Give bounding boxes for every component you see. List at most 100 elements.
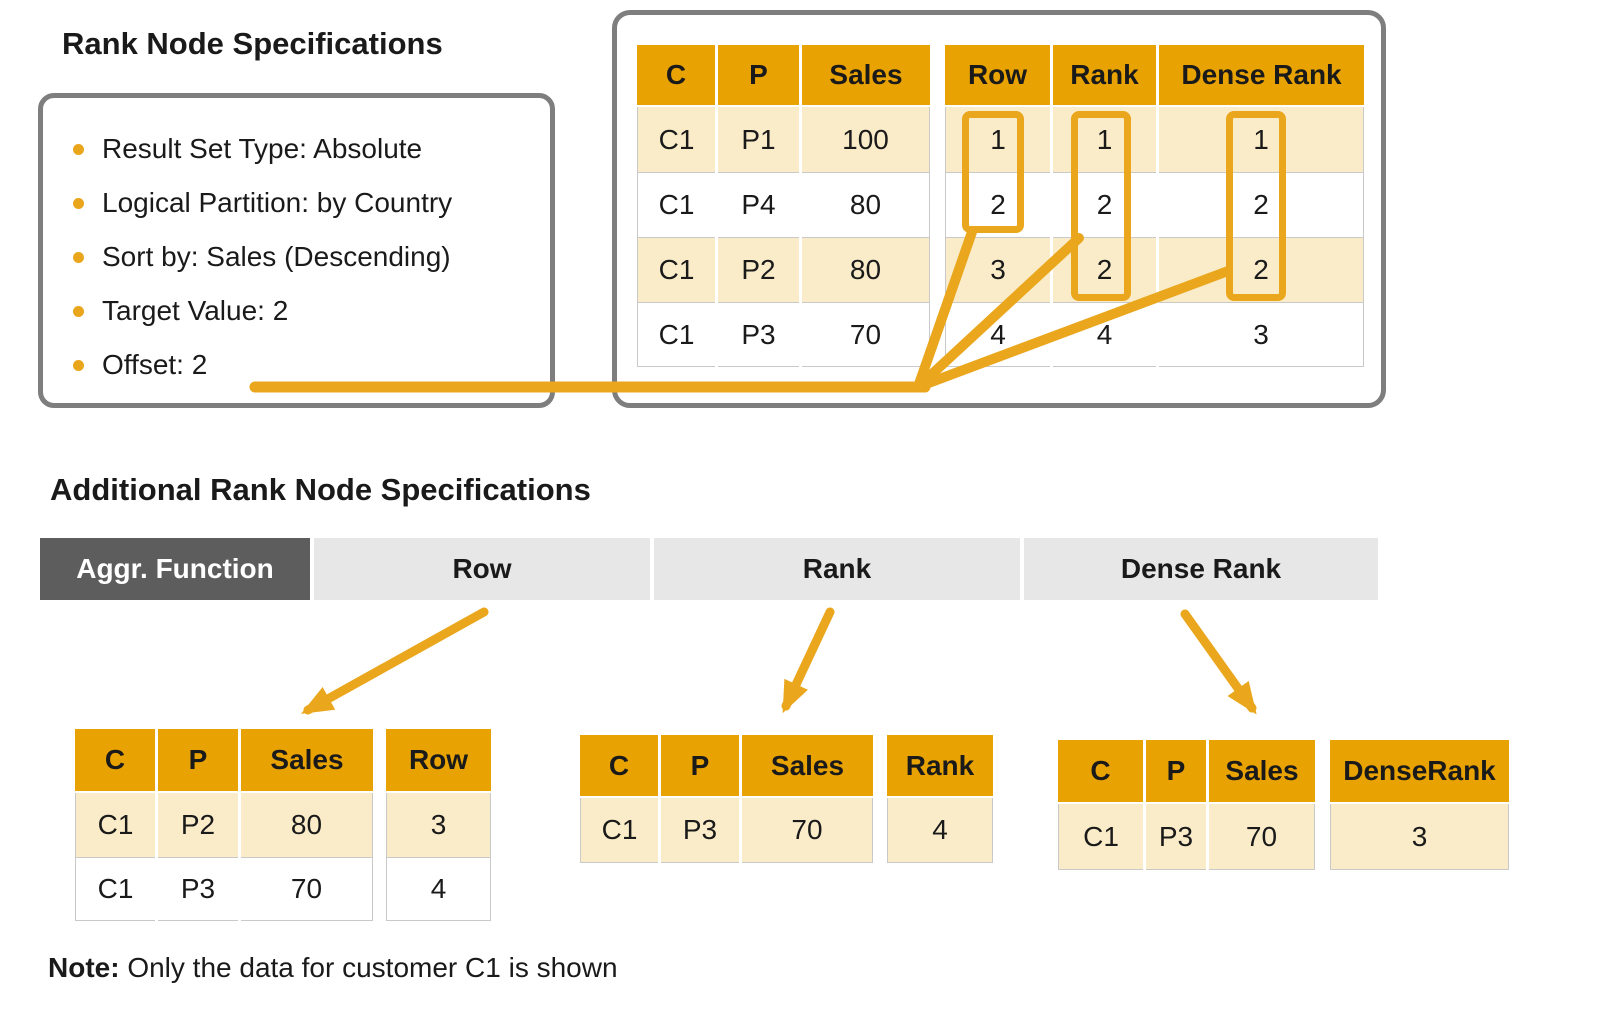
table-cell: C1: [1058, 804, 1143, 870]
spec-bullet-item: Result Set Type: Absolute: [73, 122, 550, 176]
column-header: C: [75, 729, 155, 793]
column-header: P: [1146, 740, 1206, 804]
spec-bullet-text: Sort by: Sales (Descending): [102, 241, 451, 272]
table-cell: P3: [718, 302, 799, 367]
bullet-icon: [73, 305, 84, 317]
spec-bullet-item: Sort by: Sales (Descending): [73, 230, 550, 284]
table-cell: 80: [241, 793, 373, 857]
table-cell: P2: [718, 237, 799, 302]
table-cell: 3: [945, 237, 1050, 302]
dense-rank-result-table: C P Sales DenseRank C1 P3 70 3: [1058, 740, 1509, 870]
table-cell: 100: [802, 107, 930, 172]
column-header: Sales: [802, 45, 930, 107]
aggr-option-rank: Rank: [654, 538, 1020, 600]
aggr-option-dense-rank: Dense Rank: [1024, 538, 1378, 600]
rank-arrow: [781, 607, 835, 714]
column-gap: [876, 735, 884, 798]
aggr-function-bar: Aggr. Function Row Rank Dense Rank: [40, 538, 1378, 600]
spec-bullet-text: Logical Partition: by Country: [102, 187, 453, 218]
spec-bullet-text: Target Value: 2: [102, 295, 289, 326]
bullet-icon: [73, 251, 84, 263]
rank-node-spec-box: Result Set Type: Absolute Logical Partit…: [38, 93, 555, 408]
table-cell: C1: [637, 107, 715, 172]
table-cell: P4: [718, 172, 799, 237]
table-cell: 70: [241, 857, 373, 921]
dense-rank-arrow: [1180, 609, 1257, 715]
table-cell: C1: [580, 798, 658, 863]
dense-rank-column-highlight-box: [1226, 111, 1286, 301]
footnote-text: Only the data for customer C1 is shown: [119, 952, 618, 983]
rank-column-highlight-box: [1071, 111, 1131, 301]
column-header: Dense Rank: [1159, 45, 1364, 107]
column-gap: [933, 237, 942, 302]
column-gap: [933, 302, 942, 367]
row-column-highlight-box: [962, 111, 1024, 233]
table-cell: P3: [661, 798, 739, 863]
row-result-table: C P Sales Row C1 P2 80 3 C1 P3 70 4: [75, 729, 491, 921]
column-header: C: [580, 735, 658, 798]
spec-bullet-text: Offset: 2: [102, 349, 208, 380]
column-gap: [933, 45, 942, 107]
column-gap: [933, 107, 942, 172]
table-cell: C1: [75, 793, 155, 857]
column-header: P: [718, 45, 799, 107]
column-header: P: [158, 729, 238, 793]
column-gap: [376, 857, 383, 921]
aggr-option-row: Row: [314, 538, 650, 600]
table-cell: 4: [386, 857, 491, 921]
column-gap: [876, 798, 884, 863]
column-header: Row: [945, 45, 1050, 107]
column-header: Rank: [887, 735, 993, 798]
column-header: Sales: [742, 735, 873, 798]
table-cell: 70: [802, 302, 930, 367]
table-cell: 3: [386, 793, 491, 857]
table-cell: 70: [1209, 804, 1315, 870]
bullet-icon: [73, 359, 84, 371]
bullet-icon: [73, 197, 84, 209]
table-cell: 4: [1053, 302, 1156, 367]
column-gap: [933, 172, 942, 237]
rank-result-table-small: C P Sales Rank C1 P3 70 4: [580, 735, 993, 863]
table-cell: C1: [637, 237, 715, 302]
spec-bullet-text: Result Set Type: Absolute: [102, 133, 423, 164]
table-cell: 80: [802, 172, 930, 237]
column-gap: [1318, 804, 1327, 870]
table-cell: C1: [637, 302, 715, 367]
spec-bullet-item: Logical Partition: by Country: [73, 176, 550, 230]
column-header: P: [661, 735, 739, 798]
row-arrow: [301, 607, 489, 715]
aggr-function-label: Aggr. Function: [40, 538, 310, 600]
table-cell: P2: [158, 793, 238, 857]
table-cell: P1: [718, 107, 799, 172]
bullet-icon: [73, 143, 84, 155]
page-title: Rank Node Specifications: [62, 26, 443, 61]
column-gap: [376, 793, 383, 857]
column-header: C: [1058, 740, 1143, 804]
table-cell: P3: [158, 857, 238, 921]
table-cell: 80: [802, 237, 930, 302]
footnote: Note: Only the data for customer C1 is s…: [48, 952, 618, 984]
column-gap: [1318, 740, 1327, 804]
table-cell: 4: [887, 798, 993, 863]
spec-bullet-item: Offset: 2: [73, 338, 550, 392]
spec-bullet-item: Target Value: 2: [73, 284, 550, 338]
column-header: Sales: [1209, 740, 1315, 804]
table-cell: 3: [1330, 804, 1509, 870]
table-cell: 4: [945, 302, 1050, 367]
section-title: Additional Rank Node Specifications: [50, 472, 591, 507]
column-header: Rank: [1053, 45, 1156, 107]
column-header: DenseRank: [1330, 740, 1509, 804]
table-cell: 3: [1159, 302, 1364, 367]
column-header: Row: [386, 729, 491, 793]
spec-bullet-list: Result Set Type: Absolute Logical Partit…: [43, 98, 550, 392]
column-header: C: [637, 45, 715, 107]
table-cell: 2: [1053, 172, 1156, 237]
table-cell: P3: [1146, 804, 1206, 870]
footnote-label: Note:: [48, 952, 120, 983]
column-gap: [376, 729, 383, 793]
table-cell: C1: [75, 857, 155, 921]
table-cell: 70: [742, 798, 873, 863]
table-cell: C1: [637, 172, 715, 237]
column-header: Sales: [241, 729, 373, 793]
